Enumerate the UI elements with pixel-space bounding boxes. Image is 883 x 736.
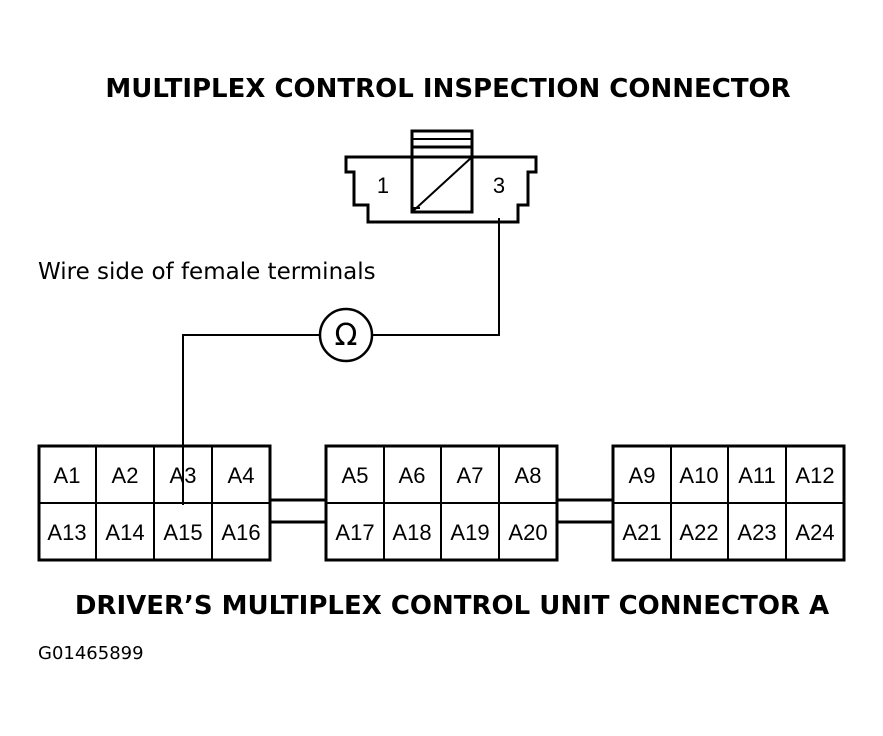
inspection-pin-3: 3 (493, 173, 505, 198)
pin-a21: A21 (622, 520, 661, 545)
pin-a9: A9 (629, 463, 656, 488)
connector-a-block-1 (37, 444, 272, 562)
pin-a8: A8 (515, 463, 542, 488)
pin-a22: A22 (679, 520, 718, 545)
inspection-connector-title: MULTIPLEX CONTROL INSPECTION CONNECTOR (105, 74, 790, 104)
pin-a11: A11 (738, 463, 776, 488)
block-joiners (270, 498, 613, 524)
pin-a3: A3 (170, 463, 197, 488)
pin-a5: A5 (342, 463, 369, 488)
inspection-connector: 1 3 (344, 129, 538, 224)
pin-a2: A2 (112, 463, 139, 488)
pin-a14: A14 (105, 520, 144, 545)
pin-a12: A12 (795, 463, 834, 488)
pin-a15: A15 (163, 520, 202, 545)
pin-a17: A17 (335, 520, 374, 545)
pin-a19: A19 (450, 520, 489, 545)
connector-a: A1 A2 A3 A4 A13 A14 A15 A16 A5 A6 A7 A8 … (37, 444, 846, 562)
connector-a-block-3 (611, 444, 846, 562)
pin-a13: A13 (47, 520, 86, 545)
figure-id: G01465899 (38, 643, 144, 664)
connector-a-title: DRIVER’S MULTIPLEX CONTROL UNIT CONNECTO… (75, 591, 829, 621)
ohmmeter-icon: Ω (318, 307, 374, 363)
test-leads (182, 218, 500, 505)
pin-a1: A1 (54, 463, 81, 488)
pin-a4: A4 (228, 463, 255, 488)
pin-a10: A10 (679, 463, 718, 488)
pin-a7: A7 (457, 463, 484, 488)
pin-a23: A23 (737, 520, 776, 545)
pin-a24: A24 (795, 520, 834, 545)
wire-side-label: Wire side of female terminals (38, 259, 376, 285)
pin-a16: A16 (221, 520, 260, 545)
pin-a18: A18 (392, 520, 431, 545)
svg-text:Ω: Ω (335, 318, 358, 353)
pin-a6: A6 (399, 463, 426, 488)
pin-a20: A20 (508, 520, 547, 545)
inspection-pin-1: 1 (377, 173, 389, 198)
connector-a-block-2 (324, 444, 559, 562)
